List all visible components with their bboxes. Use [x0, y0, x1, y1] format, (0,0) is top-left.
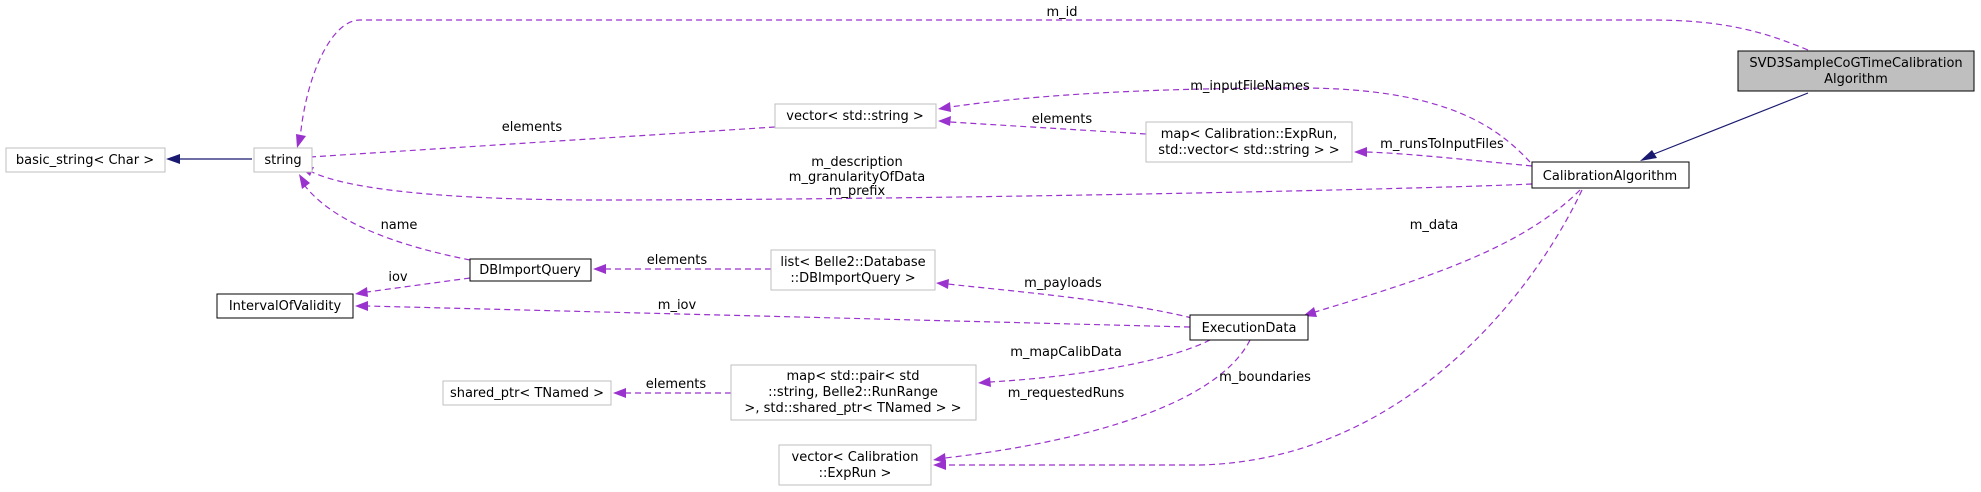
edge-m-input-file-names	[949, 87, 1531, 163]
arrowhead-m-payloads	[936, 279, 949, 289]
node-db-import-query-label: DBImportQuery	[479, 263, 581, 278]
edge-elements-vector-string	[309, 126, 776, 158]
node-calibration-algorithm[interactable]: CalibrationAlgorithm	[1531, 161, 1690, 189]
node-shared-ptr-label: shared_ptr< TNamed >	[450, 386, 604, 401]
edge-m-boundaries	[945, 189, 1583, 466]
node-map-pair-line1: map< std::pair< std	[786, 369, 919, 384]
node-basic-string-label: basic_string< Char >	[16, 153, 154, 168]
edge-m-map-calib-data	[989, 339, 1211, 383]
node-list-db-line2: ::DBImportQuery >	[790, 271, 915, 286]
edge-label-m-payloads: m_payloads	[1024, 276, 1102, 291]
edge-label-m-requested-runs: m_requestedRuns	[1008, 386, 1125, 401]
node-execution-data-label: ExecutionData	[1202, 321, 1297, 336]
edge-label-m-runs-to-input-files: m_runsToInputFiles	[1380, 137, 1504, 152]
edge-m-runs-to-input-files	[1365, 151, 1533, 167]
node-calibration-algorithm-label: CalibrationAlgorithm	[1543, 169, 1677, 184]
node-vector-string[interactable]: vector< std::string >	[774, 103, 937, 129]
node-svd3-line1: SVD3SampleCoGTimeCalibration	[1749, 56, 1962, 71]
arrowhead-elements-shared	[613, 388, 626, 398]
node-vector-exprun-line2: ::ExpRun >	[819, 466, 892, 481]
arrowhead-m-map-calib-data	[978, 377, 991, 387]
edge-label-elements-shared: elements	[646, 377, 707, 392]
node-db-import-query[interactable]: DBImportQuery	[469, 258, 592, 282]
edge-m-payloads	[947, 283, 1193, 319]
edge-label-elements-vector: elements	[502, 120, 563, 135]
node-vector-exprun-line1: vector< Calibration	[792, 450, 919, 465]
edge-name	[304, 185, 471, 261]
edge-label-elements-list: elements	[647, 253, 708, 268]
edge-m-requested-runs	[944, 339, 1251, 459]
edge-m-description	[311, 171, 1533, 201]
node-list-db-line1: list< Belle2::Database	[780, 255, 925, 270]
edge-label-iov: iov	[388, 270, 408, 285]
node-map-exprun[interactable]: map< Calibration::ExpRun, std::vector< s…	[1145, 121, 1353, 163]
edge-label-m-iov: m_iov	[658, 298, 697, 313]
arrowhead-m-boundaries	[933, 460, 946, 470]
edge-label-m-data: m_data	[1410, 218, 1458, 233]
node-vector-exprun[interactable]: vector< Calibration ::ExpRun >	[778, 444, 932, 486]
node-map-pair-runrange[interactable]: map< std::pair< std ::string, Belle2::Ru…	[730, 364, 977, 421]
arrowhead-m-runs-to-input-files	[1354, 147, 1367, 157]
node-interval-of-validity[interactable]: IntervalOfValidity	[216, 293, 354, 319]
edge-label-elements-map: elements	[1032, 112, 1093, 127]
node-string[interactable]: string	[253, 147, 313, 173]
edge-label-name: name	[381, 218, 418, 233]
node-interval-of-validity-label: IntervalOfValidity	[229, 299, 342, 314]
node-execution-data[interactable]: ExecutionData	[1189, 314, 1309, 341]
arrowhead-m-iov	[355, 301, 368, 311]
arrowhead-m-id	[296, 134, 306, 148]
arrowhead-iov	[355, 287, 368, 297]
edge-iov	[366, 277, 471, 293]
arrowhead-calibration-algorithm	[1640, 150, 1657, 161]
edge-label-m-prefix: m_prefix	[829, 184, 886, 199]
arrowhead-name	[299, 174, 310, 189]
node-map-exprun-line2: std::vector< std::string > >	[1158, 143, 1339, 158]
edge-m-data	[1314, 189, 1581, 313]
edge-m-iov	[366, 305, 1191, 328]
edge-elements-map-exprun	[949, 121, 1147, 135]
node-svd3-line2: Algorithm	[1824, 72, 1888, 87]
edge-label-m-granularity-of-data: m_granularityOfData	[789, 170, 925, 185]
node-map-pair-line2: ::string, Belle2::RunRange	[768, 385, 938, 400]
edge-inheritance-svd3-to-calibration-algorithm	[1653, 92, 1809, 155]
arrowhead-m-input-file-names	[938, 102, 951, 112]
node-basic-string[interactable]: basic_string< Char >	[5, 147, 166, 173]
edge-label-m-description: m_description	[811, 155, 902, 170]
arrowhead-elements-list	[593, 264, 606, 274]
node-svd3-sample-cog-time-calibration-algorithm[interactable]: SVD3SampleCoGTimeCalibration Algorithm	[1737, 50, 1975, 92]
edge-label-m-id: m_id	[1046, 5, 1077, 20]
edge-label-m-input-file-names: m_inputFileNames	[1190, 79, 1310, 94]
arrowhead-m-requested-runs	[933, 453, 946, 463]
node-vector-string-label: vector< std::string >	[786, 109, 923, 124]
node-shared-ptr-tnamed[interactable]: shared_ptr< TNamed >	[442, 380, 612, 406]
edge-label-m-map-calib-data: m_mapCalibData	[1010, 345, 1122, 360]
node-string-label: string	[264, 153, 301, 168]
node-list-db-import-query[interactable]: list< Belle2::Database ::DBImportQuery >	[770, 249, 936, 291]
arrowhead-elements-map-exprun	[938, 116, 951, 126]
edge-label-m-boundaries: m_boundaries	[1219, 370, 1311, 385]
node-map-exprun-line1: map< Calibration::ExpRun,	[1161, 127, 1338, 142]
arrowhead-basic-string	[166, 154, 180, 164]
node-map-pair-line3: >, std::shared_ptr< TNamed > >	[744, 401, 961, 416]
